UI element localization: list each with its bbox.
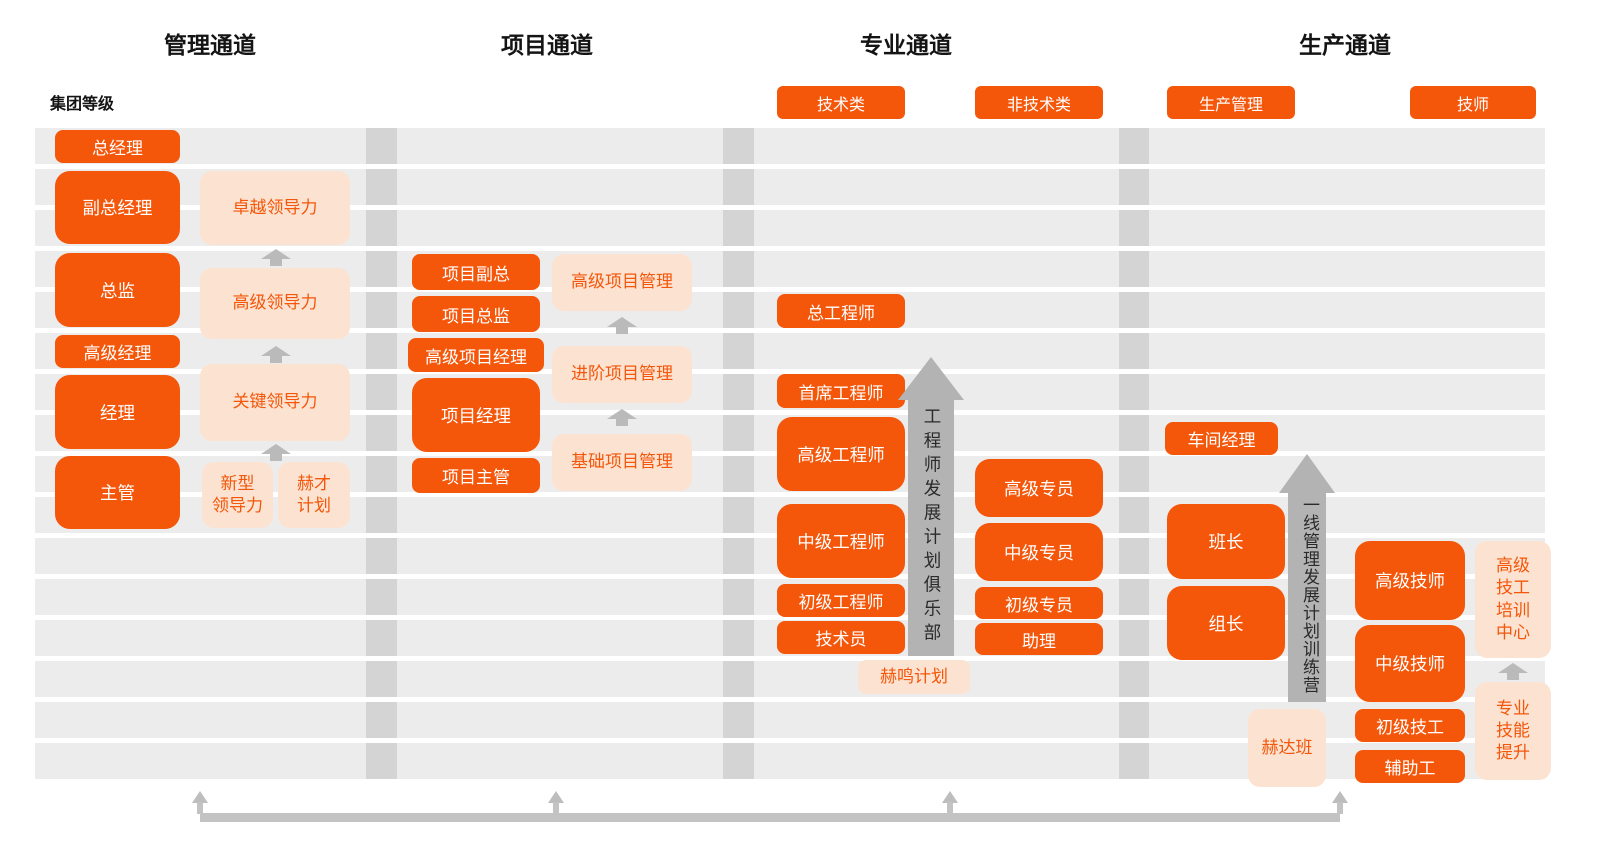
prod-level-auxiliary-worker: 辅助工 — [1355, 750, 1465, 783]
proj-level-project-supervisor: 项目主管 — [412, 458, 540, 493]
proj-level-project-director: 项目总监 — [412, 296, 540, 332]
arrow-up-icon — [261, 444, 291, 461]
program-professional-skill-improvement: 专业 技能 提升 — [1475, 682, 1551, 780]
arrow-up-icon — [261, 346, 291, 363]
chip-technical: 技术类 — [777, 86, 905, 119]
prof-level-junior-engineer: 初级工程师 — [777, 584, 905, 617]
frontline-camp-arrow-label: 一线管理发展计划训练营 — [1300, 496, 1319, 694]
prof-level-chief-engineer: 总工程师 — [777, 294, 905, 328]
prod-level-shift-leader: 班长 — [1167, 504, 1285, 579]
bottom-connector-bar — [200, 813, 1340, 822]
arrow-up-icon — [261, 249, 291, 266]
proj-level-project-manager: 项目经理 — [412, 378, 540, 452]
prod-level-senior-technician: 高级技师 — [1355, 541, 1465, 620]
program-senior-leadership: 高级领导力 — [200, 268, 350, 339]
arrow-up-shaft — [197, 802, 203, 814]
arrow-up-icon — [607, 409, 637, 426]
frontline-camp-arrow-shaft — [1288, 492, 1326, 702]
arrow-up-icon — [1498, 663, 1528, 680]
engineer-club-arrow-head — [898, 357, 964, 400]
prof-level-intermediate-specialist: 中级专员 — [975, 523, 1103, 581]
chip-production-management: 生产管理 — [1167, 86, 1295, 119]
program-advanced-project-management: 进阶项目管理 — [552, 346, 692, 403]
arrow-up-icon — [607, 317, 637, 334]
program-heda-class: 赫达班 — [1248, 709, 1326, 787]
channel-header-project: 项目通道 — [501, 32, 593, 58]
engineer-club-arrow-shaft — [908, 399, 954, 656]
channel-header-management: 管理通道 — [164, 32, 256, 58]
program-basic-project-management: 基础项目管理 — [552, 434, 692, 491]
channel-separator — [723, 128, 754, 779]
program-new-leadership: 新型 领导力 — [202, 462, 273, 528]
prod-level-intermediate-technician: 中级技师 — [1355, 625, 1465, 702]
mgmt-level-senior-manager: 高级经理 — [55, 335, 180, 368]
mgmt-level-manager: 经理 — [55, 375, 180, 449]
prof-level-technician: 技术员 — [777, 621, 905, 654]
engineer-club-arrow-label: 工程师发展计划俱乐部 — [922, 407, 942, 647]
prod-level-group-leader: 组长 — [1167, 586, 1285, 660]
channel-separator — [366, 128, 397, 779]
proj-level-senior-project-manager: 高级项目经理 — [408, 338, 544, 372]
mgmt-level-supervisor: 主管 — [55, 456, 180, 529]
program-senior-skilled-worker-training-center: 高级 技工 培训 中心 — [1475, 541, 1551, 658]
arrow-up-icon — [548, 791, 564, 803]
program-key-leadership: 关键领导力 — [200, 364, 350, 441]
prod-level-junior-worker: 初级技工 — [1355, 709, 1465, 742]
prof-level-assistant: 助理 — [975, 623, 1103, 655]
channel-header-professional: 专业通道 — [860, 32, 952, 58]
prof-level-senior-specialist: 高级专员 — [975, 459, 1103, 517]
channel-separator — [1119, 128, 1149, 779]
mgmt-level-director: 总监 — [55, 253, 180, 327]
program-senior-project-management: 高级项目管理 — [552, 254, 692, 311]
arrow-up-shaft — [947, 802, 953, 814]
prof-level-intermediate-engineer: 中级工程师 — [777, 504, 905, 578]
arrow-up-icon — [942, 791, 958, 803]
arrow-up-icon — [1332, 791, 1348, 803]
arrow-up-shaft — [1337, 802, 1343, 814]
program-heming-plan: 赫鸣计划 — [858, 660, 970, 694]
group-level-label: 集团等级 — [50, 96, 115, 113]
chip-technician: 技师 — [1410, 86, 1536, 119]
prof-level-senior-engineer: 高级工程师 — [777, 417, 905, 491]
prof-level-junior-specialist: 初级专员 — [975, 587, 1103, 619]
arrow-up-shaft — [553, 802, 559, 814]
arrow-up-icon — [192, 791, 208, 803]
channel-header-production: 生产通道 — [1299, 32, 1391, 58]
program-excellent-leadership: 卓越领导力 — [200, 171, 350, 245]
mgmt-level-general-manager: 总经理 — [55, 130, 180, 163]
proj-level-project-vp: 项目副总 — [412, 254, 540, 290]
prof-level-principal-engineer: 首席工程师 — [777, 374, 905, 408]
program-hecai-plan: 赫才 计划 — [278, 462, 350, 528]
prod-level-workshop-manager: 车间经理 — [1165, 422, 1278, 455]
frontline-camp-arrow-head — [1279, 454, 1335, 493]
mgmt-level-deputy-general-manager: 副总经理 — [55, 171, 180, 244]
chip-non-technical: 非技术类 — [975, 86, 1103, 119]
